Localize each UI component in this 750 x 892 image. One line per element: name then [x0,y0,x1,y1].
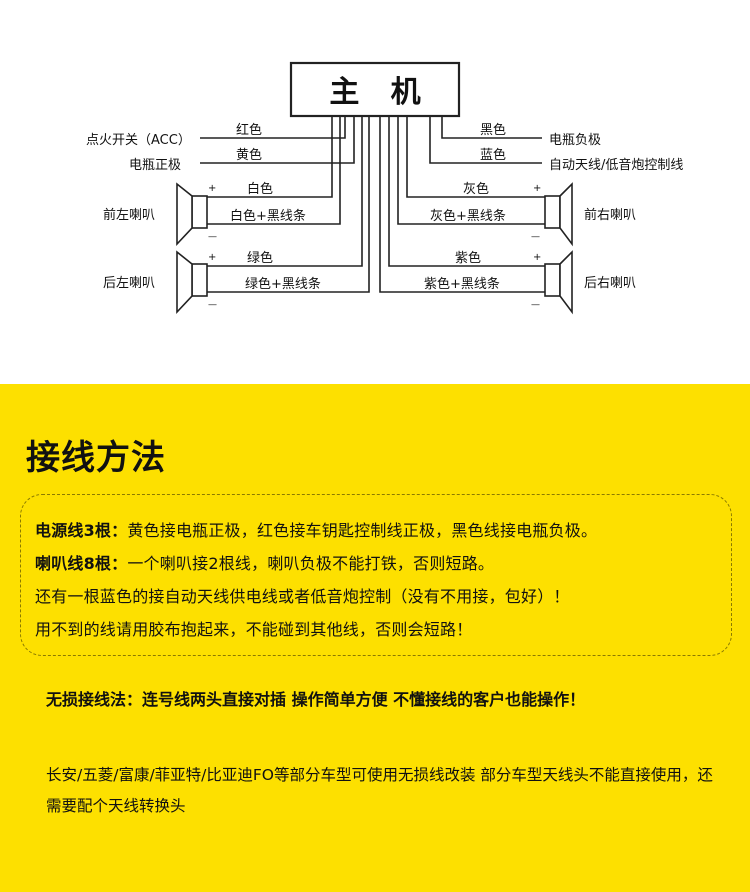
wire-purple-label: 紫色 [455,250,481,266]
power-note-label: 电源线3根： [35,521,128,540]
front-right-speaker-label: 前右喇叭 [584,207,636,223]
polarity-minus: — [531,232,540,242]
polarity-plus: + [208,252,216,263]
instructions-panel: 接线方法 电源线3根：黄色接电瓶正极，红色接车钥匙控制线正极，黑色线接电瓶负极。… [0,384,750,892]
wire-green-black-label: 绿色+黑线条 [245,276,321,292]
compatibility-note: 长安/五菱/富康/菲亚特/比亚迪FO等部分车型可使用无损线改装 部分车型天线头不… [46,766,713,815]
wiring-diagram: 主 机 点火开关（ACC） 电瓶正极 前左喇叭 后左喇叭 电瓶负极 自动天线/低… [0,0,750,384]
wiring-diagram-svg: 主 机 点火开关（ACC） 电瓶正极 前左喇叭 后左喇叭 电瓶负极 自动天线/低… [86,61,683,315]
wire-black-label: 黑色 [480,122,506,138]
battery-negative-label: 电瓶负极 [549,133,601,148]
wire-white-black [207,116,341,225]
section-title: 接线方法 [26,438,166,478]
speaker-note-text: 一个喇叭接2根线，喇叭负极不能打铁，否则短路。 [127,554,495,573]
speaker-icon [544,182,573,247]
polarity-minus: — [531,300,540,310]
power-note: 电源线3根：黄色接电瓶正极，红色接车钥匙控制线正极，黑色线接电瓶负极。 [35,517,597,541]
wire-gray-black [397,116,545,225]
speaker-icon [544,250,573,315]
wire-blue-label: 蓝色 [480,147,506,163]
wire-green-black [207,116,370,293]
antenna-label: 自动天线/低音炮控制线 [549,157,683,173]
wire-lines [200,61,545,293]
speaker-icons [176,182,573,315]
polarity-plus: + [208,183,216,194]
wire-gray [406,116,545,198]
speaker-note-label: 喇叭线8根： [35,554,128,573]
lossless-wiring-note: 无损接线法：连号线两头直接对插 操作简单方便 不懂接线的客户也能操作！ [46,690,586,709]
rear-right-speaker-label: 后右喇叭 [584,276,636,291]
wire-purple [388,116,545,267]
wire-white [207,116,333,198]
wire-green [207,116,363,267]
wire-yellow-label: 黄色 [236,147,262,163]
wire-red [200,116,346,139]
wire-white-label: 白色 [247,181,273,197]
head-unit-box [289,61,461,118]
wiring-notes-box: 电源线3根：黄色接电瓶正极，红色接车钥匙控制线正极，黑色线接电瓶负极。 喇叭线8… [20,494,732,656]
battery-positive-label: 电瓶正极 [129,158,181,173]
wire-blue [429,116,542,164]
polarity-minus: — [208,300,217,310]
wire-gray-label: 灰色 [463,181,489,197]
wire-purple-black [379,116,545,293]
polarity-minus: — [208,232,217,242]
wire-red-label: 红色 [236,122,262,138]
acc-label: 点火开关（ACC） [86,133,191,148]
power-note-text: 黄色接电瓶正极，红色接车钥匙控制线正极，黑色线接电瓶负极。 [127,521,598,540]
front-left-speaker-label: 前左喇叭 [103,207,155,223]
polarity-plus: + [533,252,541,263]
speaker-icon [176,182,208,247]
unused-wire-note: 用不到的线请用胶布抱起来，不能碰到其他线，否则会短路！ [35,620,473,639]
wire-yellow [200,116,355,164]
rear-left-speaker-label: 后左喇叭 [103,276,155,291]
wire-white-black-label: 白色+黑线条 [230,208,306,224]
antenna-note: 还有一根蓝色的接自动天线供电线或者低音炮控制（没有不用接，包好）！ [35,587,570,606]
polarity-plus: + [533,183,541,194]
wire-green-label: 绿色 [247,250,273,266]
speaker-note: 喇叭线8根：一个喇叭接2根线，喇叭负极不能打铁，否则短路。 [35,550,494,574]
wire-purple-black-label: 紫色+黑线条 [424,276,500,292]
wire-black [441,116,542,139]
head-unit-label: 主 机 [329,75,420,110]
wire-gray-black-label: 灰色+黑线条 [430,208,506,224]
speaker-icon [176,250,208,315]
